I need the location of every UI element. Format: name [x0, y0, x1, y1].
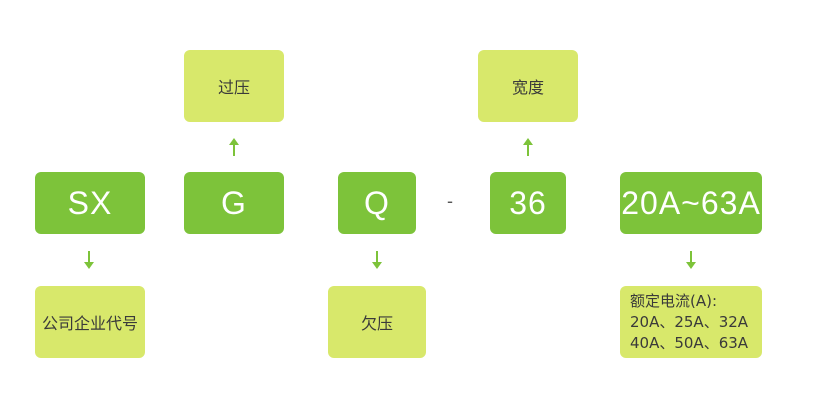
arrow-down-icon	[372, 251, 382, 269]
code-current-label: 20A~63A	[621, 184, 761, 221]
rated-current-box: 额定电流(A): 20A、25A、32A 40A、50A、63A	[620, 286, 762, 358]
rated-current-line2: 40A、50A、63A	[630, 333, 749, 352]
rated-current-line1: 20A、25A、32A	[630, 312, 749, 331]
code-width-box: 36	[490, 172, 566, 234]
undervoltage-label: 欠压	[360, 314, 393, 333]
undervoltage-box: 欠压	[328, 286, 426, 358]
code-g-label: G	[221, 184, 247, 221]
arrow-down-icon	[686, 251, 696, 269]
code-q-label: Q	[364, 184, 390, 221]
width-desc-label: 宽度	[511, 78, 544, 97]
company-code-box: 公司企业代号	[35, 286, 145, 358]
code-width-label: 36	[509, 184, 547, 221]
code-sx-box: SX	[35, 172, 145, 234]
code-g-box: G	[184, 172, 284, 234]
rated-current-title: 额定电流(A):	[630, 291, 718, 310]
arrow-up-icon	[229, 138, 239, 156]
overvoltage-box: 过压	[184, 50, 284, 122]
code-sx-label: SX	[67, 184, 113, 221]
width-desc-box: 宽度	[478, 50, 578, 122]
code-q-box: Q	[338, 172, 416, 234]
separator-dash: -	[447, 191, 453, 211]
code-current-box: 20A~63A	[620, 172, 762, 234]
overvoltage-label: 过压	[217, 78, 250, 97]
arrow-up-icon	[523, 138, 533, 156]
company-code-label: 公司企业代号	[41, 314, 138, 333]
arrow-down-icon	[84, 251, 94, 269]
